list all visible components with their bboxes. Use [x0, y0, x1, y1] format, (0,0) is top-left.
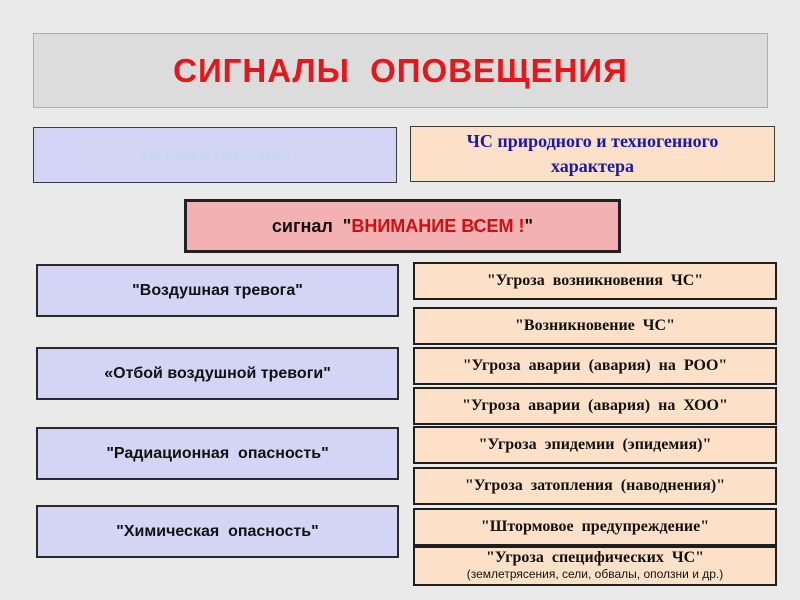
signal-chemical-label: "Химическая опасность" — [116, 522, 319, 540]
signal-hoo-accident-label: "Угроза аварии (авария) на ХОО" — [462, 397, 728, 414]
signal-specific-emergency: "Угроза специфических ЧС" (землетрясения… — [413, 546, 777, 586]
signal-air-raid: "Воздушная тревога" — [36, 264, 399, 317]
attention-signal-box: сигнал "ВНИМАНИЕ ВСЕМ !" — [184, 199, 621, 253]
header-line-1: ЧС природного и техногенного — [466, 131, 719, 151]
signal-hoo-accident: "Угроза аварии (авария) на ХОО" — [413, 387, 777, 425]
signal-chemical: "Химическая опасность" — [36, 505, 399, 558]
signal-emergency-threat: "Угроза возникновения ЧС" — [413, 262, 777, 300]
signal-emergency-onset-label: "Возникновение ЧС" — [515, 317, 675, 334]
signal-prefix: сигнал " — [271, 215, 352, 236]
signal-epidemic: "Угроза эпидемии (эпидемия)" — [413, 426, 777, 464]
signal-radiation: "Радиационная опасность" — [36, 427, 399, 480]
signal-emergency-threat-label: "Угроза возникновения ЧС" — [486, 272, 704, 289]
signal-emergency-onset: "Возникновение ЧС" — [413, 307, 777, 345]
signal-air-raid-cancel: «Отбой воздушной тревоги" — [36, 347, 399, 400]
header-line-2: характера — [551, 156, 634, 176]
signal-specific-emergency-note: (землетрясения, сели, обвалы, оползни и … — [466, 567, 724, 581]
signal-specific-emergency-label: "Угроза специфических ЧС" — [485, 549, 705, 566]
page-title: СИГНАЛЫ ОПОВЕЩЕНИЯ — [173, 51, 628, 89]
signal-radiation-label: "Радиационная опасность" — [106, 444, 329, 462]
signal-flood: "Угроза затопления (наводнения)" — [413, 467, 777, 505]
military-header: военного характера — [33, 127, 397, 183]
signal-roo-accident-label: "Угроза аварии (авария) на РОО" — [462, 357, 728, 374]
signal-highlight: ВНИМАНИЕ ВСЕМ ! — [351, 215, 525, 236]
signal-flood-label: "Угроза затопления (наводнения)" — [464, 477, 726, 494]
signal-storm-warning-label: "Штормовое предупреждение" — [480, 518, 710, 535]
natural-technogenic-header: ЧС природного и техногенного характера — [410, 126, 775, 182]
signal-epidemic-label: "Угроза эпидемии (эпидемия)" — [478, 436, 712, 453]
signal-roo-accident: "Угроза аварии (авария) на РОО" — [413, 347, 777, 385]
military-header-label: военного характера — [139, 145, 291, 164]
signal-storm-warning: "Штормовое предупреждение" — [413, 508, 777, 546]
title-panel: СИГНАЛЫ ОПОВЕЩЕНИЯ — [33, 33, 768, 108]
signal-air-raid-cancel-label: «Отбой воздушной тревоги" — [104, 364, 331, 382]
signal-air-raid-label: "Воздушная тревога" — [132, 281, 303, 299]
signal-suffix: " — [524, 215, 534, 236]
